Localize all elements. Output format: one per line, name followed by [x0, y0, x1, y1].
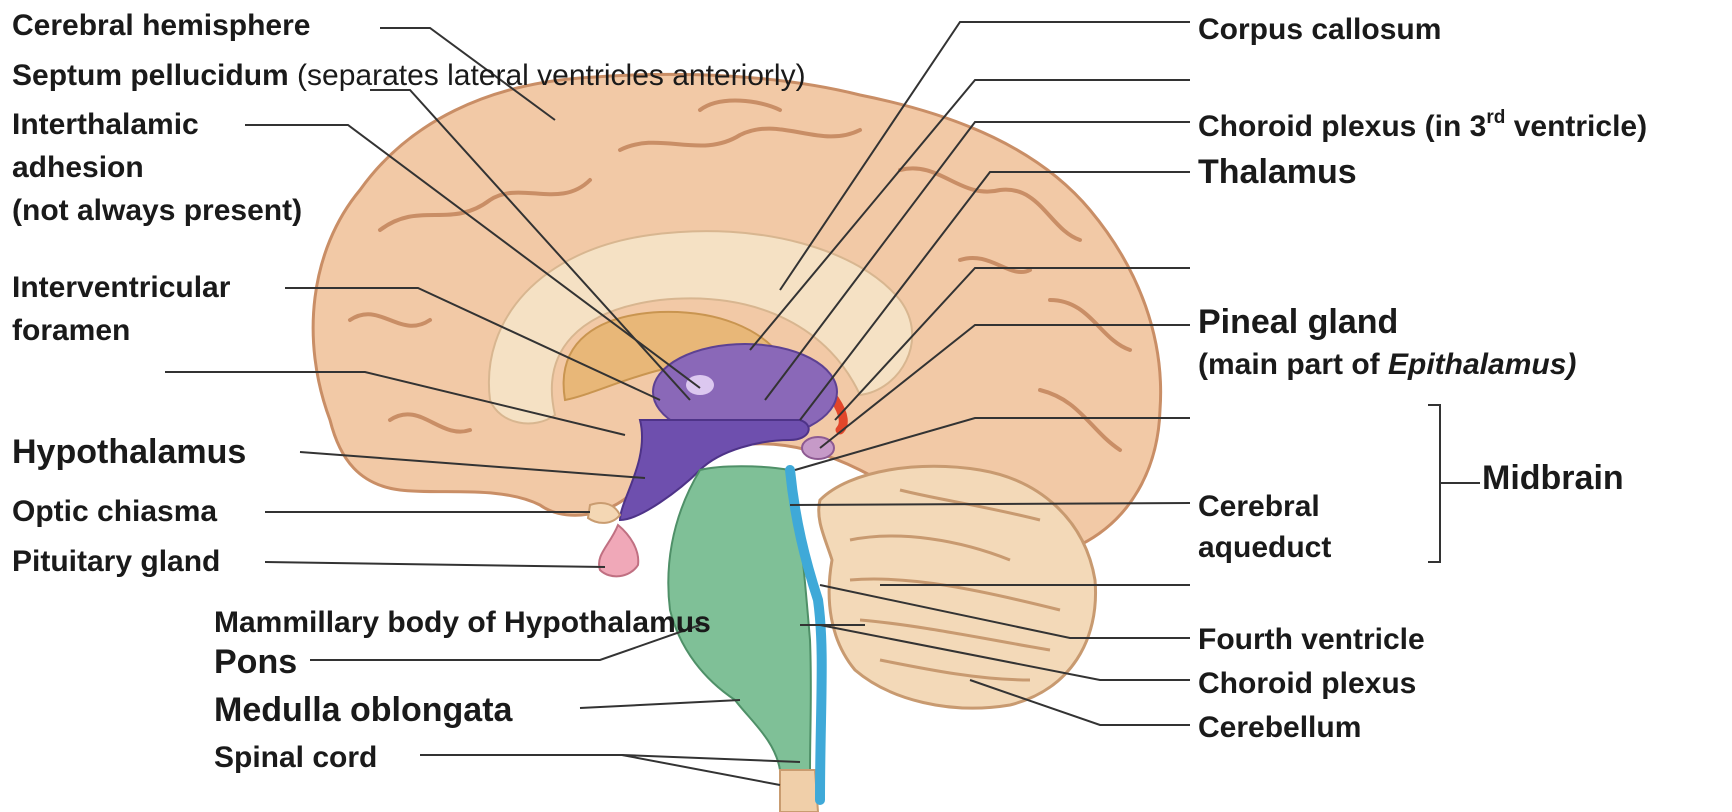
- spinal-cord-shape: [780, 770, 818, 812]
- label-hypothalamus: Hypothalamus: [12, 430, 246, 475]
- label-interthalamic-2: adhesion: [12, 148, 144, 188]
- label-medulla-oblongata: Medulla oblongata: [214, 688, 512, 733]
- pituitary-shape: [599, 525, 638, 576]
- interthalamic-adhesion-shape: [686, 375, 714, 395]
- label-cerebral-aqueduct-2: aqueduct: [1198, 528, 1331, 568]
- label-pineal-note: (main part of Epithalamus): [1198, 345, 1576, 385]
- label-choroid-plexus-3rd: Choroid plexus (in 3rd ventricle): [1198, 107, 1647, 147]
- label-cerebral-aqueduct-1: Cerebral: [1198, 487, 1320, 527]
- label-pineal-gland: Pineal gland: [1198, 300, 1398, 345]
- pineal-note-a: (main part of: [1198, 348, 1388, 381]
- label-cerebral-hemisphere: Cerebral hemisphere: [12, 6, 310, 46]
- label-interthalamic-1: Interthalamic: [12, 105, 199, 145]
- label-pituitary-gland: Pituitary gland: [12, 542, 220, 582]
- label-pons: Pons: [214, 640, 297, 685]
- label-midbrain: Midbrain: [1482, 456, 1624, 501]
- label-corpus-callosum: Corpus callosum: [1198, 10, 1441, 50]
- label-mammillary-body: Mammillary body of Hypothalamus: [214, 603, 711, 643]
- choroid-3rd-a: Choroid plexus (in 3: [1198, 110, 1486, 143]
- label-septum-pellucidum: Septum pellucidum (separates lateral ven…: [12, 56, 806, 96]
- septum-title: Septum pellucidum: [12, 59, 289, 92]
- label-optic-chiasma: Optic chiasma: [12, 492, 217, 532]
- label-choroid-plexus: Choroid plexus: [1198, 664, 1416, 704]
- label-interventricular-2: foramen: [12, 311, 130, 351]
- label-fourth-ventricle: Fourth ventricle: [1198, 620, 1425, 660]
- choroid-3rd-sup: rd: [1486, 107, 1505, 128]
- label-cerebellum: Cerebellum: [1198, 708, 1361, 748]
- label-interthalamic-3: (not always present): [12, 191, 302, 231]
- septum-note: (separates lateral ventricles anteriorly…: [297, 59, 806, 92]
- label-spinal-cord: Spinal cord: [214, 738, 377, 778]
- label-interventricular-1: Interventricular: [12, 268, 230, 308]
- pineal-note-em: Epithalamus): [1388, 348, 1576, 381]
- choroid-3rd-b: ventricle): [1505, 110, 1647, 143]
- label-thalamus: Thalamus: [1198, 150, 1357, 195]
